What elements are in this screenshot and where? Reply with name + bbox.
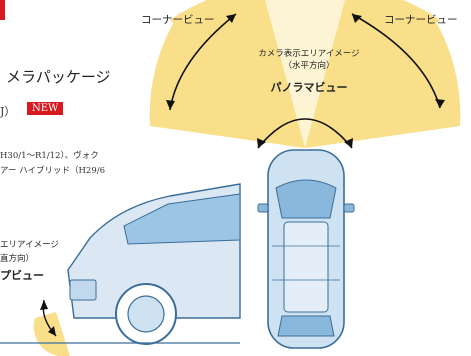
side-area-label: エリアイメージ bbox=[0, 240, 59, 250]
left-corner-arrow bbox=[169, 13, 237, 111]
car-top-view bbox=[257, 149, 355, 349]
arrowhead bbox=[166, 100, 175, 110]
side-direction-label: 直方向） bbox=[0, 254, 35, 264]
camera-area-title: カメラ表示エリアイメージ bbox=[258, 49, 360, 59]
corner-view-left-label: コーナービュー bbox=[141, 14, 215, 26]
arrowhead bbox=[352, 14, 362, 23]
right-corner-coverage bbox=[305, 12, 461, 148]
arrowhead bbox=[257, 138, 266, 148]
car-side-view bbox=[0, 183, 241, 356]
panorama-view-label: パノラマビュー bbox=[270, 81, 348, 94]
car-side-window bbox=[123, 193, 241, 245]
package-title: メラパッケージ bbox=[6, 68, 111, 86]
side-view-name: プビュー bbox=[0, 269, 44, 282]
package-subtitle: J） bbox=[0, 105, 16, 118]
camera-area-label: カメラ表示エリアイメージ （水平方向） bbox=[234, 48, 384, 72]
corner-view-right-label: コーナービュー bbox=[384, 14, 458, 26]
arrowhead bbox=[344, 138, 353, 148]
front-light-cone bbox=[265, 0, 345, 148]
compatibility-line: アー ハイブリッド（H29/6 bbox=[0, 166, 106, 176]
car-grille bbox=[69, 279, 97, 301]
car-side-mirror bbox=[343, 203, 355, 213]
left-corner-coverage bbox=[149, 12, 305, 148]
accent-bar bbox=[0, 0, 5, 20]
right-corner-arrow bbox=[351, 13, 441, 109]
coverage-areas bbox=[149, 0, 461, 148]
compatibility-line: H30/1～R1/12）、ヴォク bbox=[0, 151, 99, 161]
car-side-mirror bbox=[257, 203, 269, 213]
arrowhead bbox=[435, 99, 445, 108]
panorama-arrow bbox=[257, 118, 353, 149]
car-rear-window bbox=[277, 315, 335, 337]
new-badge: NEW bbox=[27, 102, 64, 115]
car-windshield bbox=[275, 179, 337, 219]
car-roof bbox=[283, 221, 329, 313]
side-coverage bbox=[33, 312, 70, 356]
coverage-arrows bbox=[169, 13, 441, 149]
camera-area-direction: （水平方向） bbox=[283, 61, 335, 71]
compatibility-text: H30/1～R1/12）、ヴォク アー ハイブリッド（H29/6 bbox=[0, 149, 105, 179]
arrowhead bbox=[226, 14, 236, 23]
